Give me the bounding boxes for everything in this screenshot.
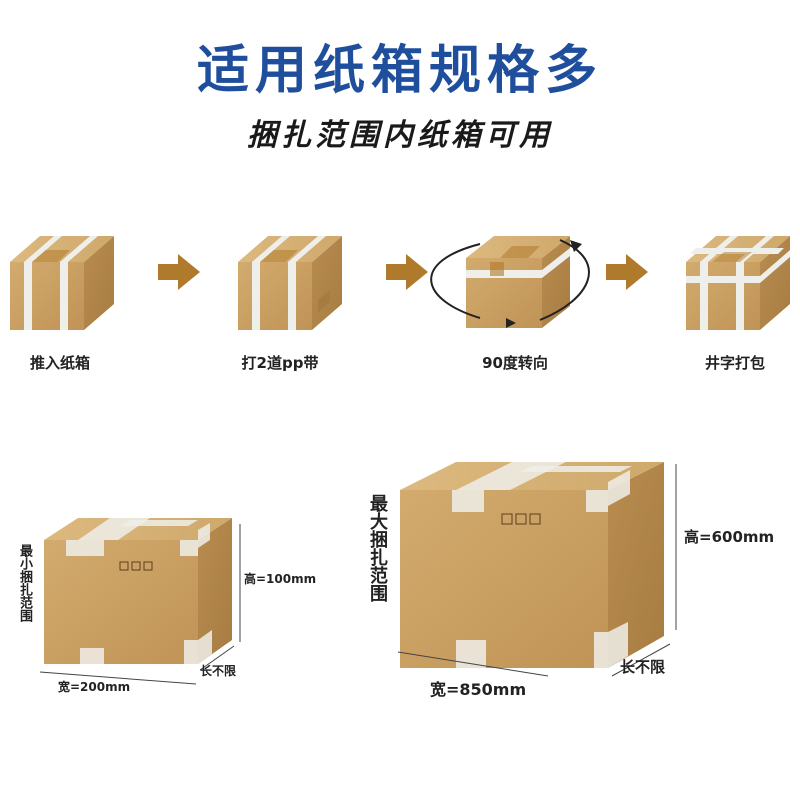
small-width-label: 宽=200mm xyxy=(58,680,131,694)
step-label-push-in: 推入纸箱 xyxy=(29,354,90,372)
step4-box-illustration xyxy=(686,236,790,330)
small-box-illustration xyxy=(39,518,241,685)
large-length-label: 长不限 xyxy=(620,658,666,676)
step-label-two-straps: 打2道pp带 xyxy=(241,354,319,372)
small-height-label: 高=100mm xyxy=(244,572,317,586)
step-label-rotate-90: 90度转向 xyxy=(482,354,548,372)
step-arrow-2 xyxy=(386,254,428,290)
step1-box-illustration xyxy=(10,236,114,330)
headline-subtitle: 捆扎范围内纸箱可用 xyxy=(247,118,553,153)
step-label-cross-strap: 井字打包 xyxy=(704,354,765,372)
step2-box-illustration xyxy=(238,236,342,330)
step3-box-illustration xyxy=(430,236,590,328)
large-box-illustration xyxy=(397,462,677,677)
large-height-label: 高=600mm xyxy=(684,528,775,546)
large-range-label: 最大捆扎范围 xyxy=(367,494,388,602)
step-arrow-1 xyxy=(158,254,200,290)
large-width-label: 宽=850mm xyxy=(430,680,527,699)
small-length-label: 长不限 xyxy=(200,664,237,678)
step-arrow-3 xyxy=(606,254,648,290)
headline-title: 适用纸箱规格多 xyxy=(196,41,603,101)
small-range-label: 最小捆扎范围 xyxy=(17,544,32,622)
